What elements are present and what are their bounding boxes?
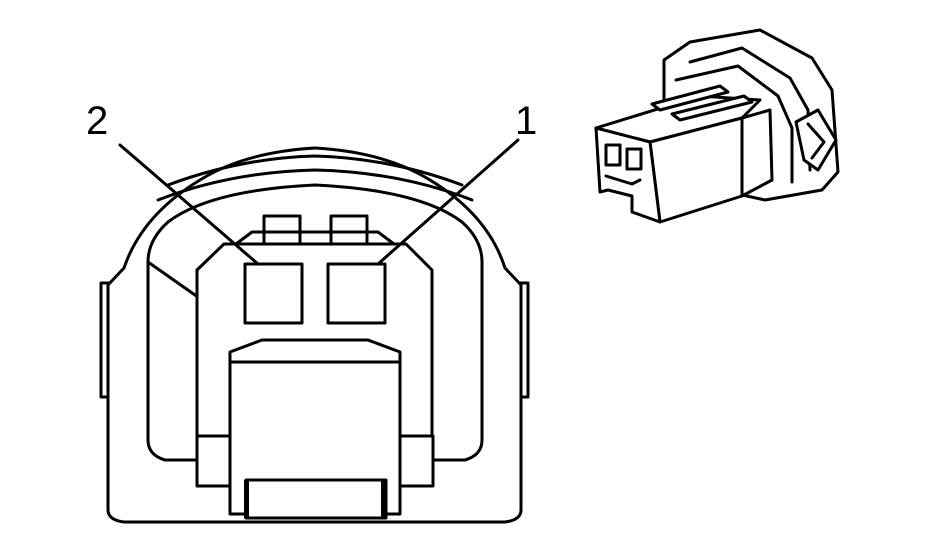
lock-housing [228,338,402,516]
front-notch [604,174,642,186]
latch-left [262,214,302,246]
leader-line-1 [376,138,520,266]
bottom-latch-rail-right [381,480,386,518]
lock-ramp [794,108,838,172]
connector-face-view: 2 1 [86,99,537,524]
callout-pin-2: 2 [86,99,108,143]
front-cavity-2 [625,147,643,171]
foot-left [195,434,232,488]
foot-right [398,434,435,488]
bottom-latch [244,478,388,520]
terminal-cavity-1 [326,262,387,325]
top-arc-inner [156,168,474,202]
callout-pin-1: 1 [515,99,537,143]
rib-2 [670,94,754,122]
top-arc-outer [166,154,464,187]
latch-right [329,214,369,246]
lock-ramp-inner [806,122,826,160]
terminal-cavity-2 [243,262,304,325]
latch-base [234,230,396,246]
inner-gasket [146,183,484,462]
flange-arc-2 [674,64,794,184]
connector-isometric-view [594,28,840,224]
rib-1 [650,84,730,112]
front-cavity-1 [604,143,622,167]
leader-line-2 [118,143,260,266]
bottom-latch-rail-left [244,480,249,518]
